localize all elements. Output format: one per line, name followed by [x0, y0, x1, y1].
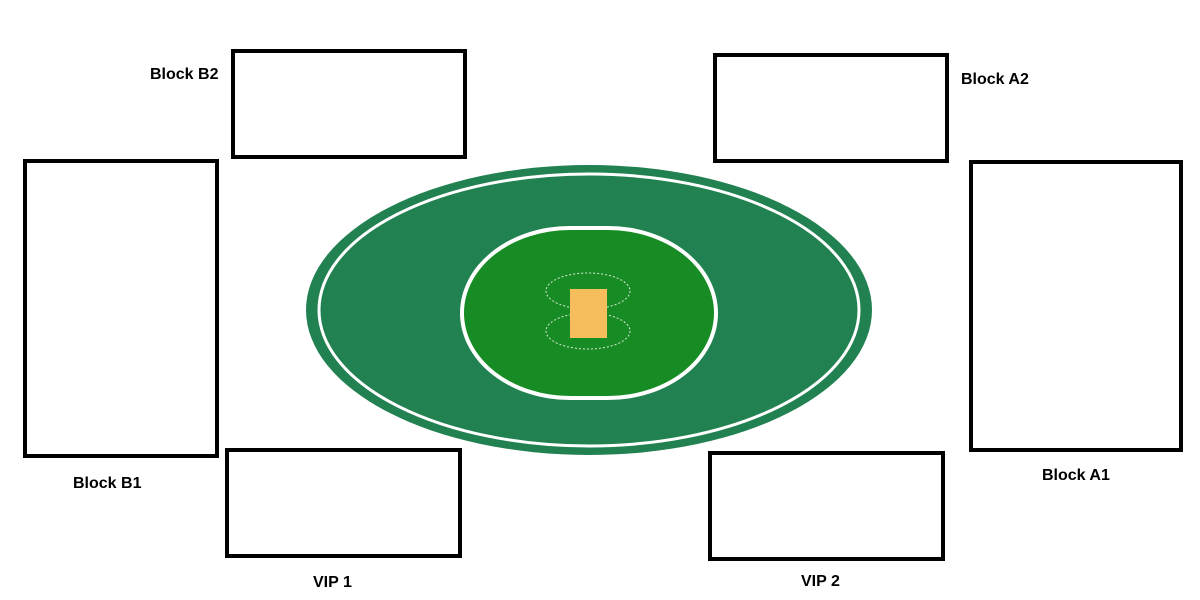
block-a2-label: Block A2: [961, 71, 1029, 88]
block-b2-label: Block B2: [150, 66, 219, 83]
boundary-rope: [317, 172, 861, 448]
pitch: [570, 289, 607, 338]
block-a1-label: Block A1: [1042, 467, 1110, 484]
batting-crease-bottom: [545, 312, 631, 350]
vip-2-block[interactable]: [708, 451, 945, 561]
block-a1[interactable]: [969, 160, 1183, 452]
block-a2[interactable]: [713, 53, 949, 163]
block-b1-label: Block B1: [73, 475, 142, 492]
block-b2[interactable]: [231, 49, 467, 159]
vip-2-label: VIP 2: [801, 573, 840, 590]
vip-1-block[interactable]: [225, 448, 462, 558]
cricket-ground: [306, 165, 872, 455]
block-b1[interactable]: [23, 159, 219, 458]
vip-1-label: VIP 1: [313, 574, 352, 591]
